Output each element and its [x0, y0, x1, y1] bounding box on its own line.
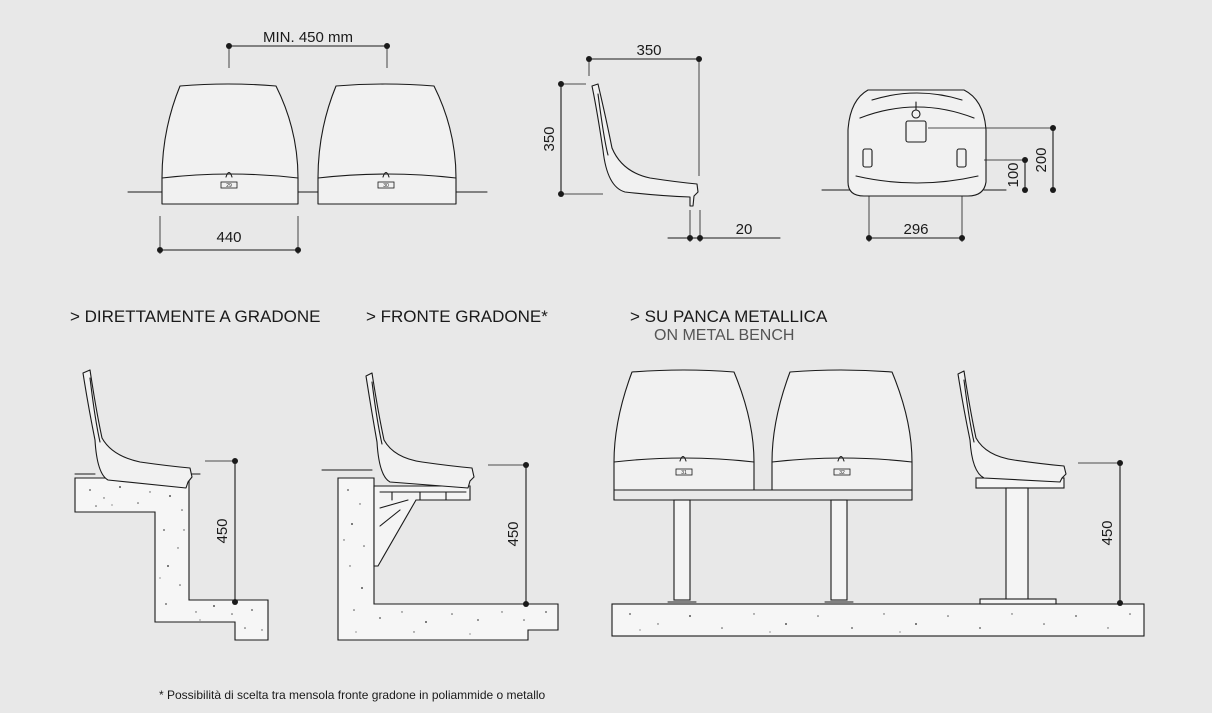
bench-seat-2: 32	[771, 369, 913, 491]
front-seat-1: 29	[161, 83, 299, 205]
front-seat-2: 30	[317, 83, 457, 205]
install-height-front-label: 450	[505, 521, 522, 546]
min-spacing-dimension: MIN. 450 mm	[226, 29, 390, 68]
bottom-width-label: 296	[903, 221, 928, 238]
bottom-height-200-label: 200	[1033, 147, 1050, 172]
side-height-label: 350	[541, 126, 558, 151]
bottom-height-100-label: 100	[1005, 162, 1022, 187]
side-width-label: 350	[636, 42, 661, 59]
bench-side-seat	[957, 370, 1067, 605]
section-subtitle-bench: ON METAL BENCH	[654, 327, 794, 344]
seat-tag: 32	[839, 470, 845, 476]
bottom-view-seat: 200 100 296	[821, 89, 1056, 242]
install-front: 450	[321, 372, 559, 641]
seat-width-dimension: 440	[157, 216, 301, 254]
concrete-speckle	[343, 489, 547, 635]
side-depth-label: 20	[736, 221, 753, 238]
section-title-direct: > DIRETTAMENTE A GRADONE	[70, 307, 320, 326]
min-spacing-label: MIN. 450 mm	[263, 29, 353, 46]
seat-tag: 29	[226, 183, 232, 189]
install-height-bench-label: 450	[1099, 520, 1116, 545]
bench-seat-1: 31	[613, 369, 755, 491]
section-title-front: > FRONTE GRADONE*	[366, 307, 548, 326]
concrete-speckle	[89, 486, 263, 631]
seat-width-label: 440	[216, 229, 241, 246]
install-height-direct-label: 450	[214, 518, 231, 543]
install-bench: 31 32 450	[611, 369, 1145, 637]
footnote: * Possibilità di scelta tra mensola fron…	[159, 688, 546, 702]
concrete-speckle	[629, 613, 1131, 633]
section-title-bench: > SU PANCA METALLICA	[630, 307, 828, 326]
install-direct: 450	[74, 369, 269, 641]
side-view-seat: 350 350 20	[541, 42, 781, 242]
front-view-seats: 29 30 MIN. 450 mm 440	[127, 29, 488, 254]
seat-tag: 31	[681, 470, 687, 476]
seat-tag: 30	[383, 183, 389, 189]
